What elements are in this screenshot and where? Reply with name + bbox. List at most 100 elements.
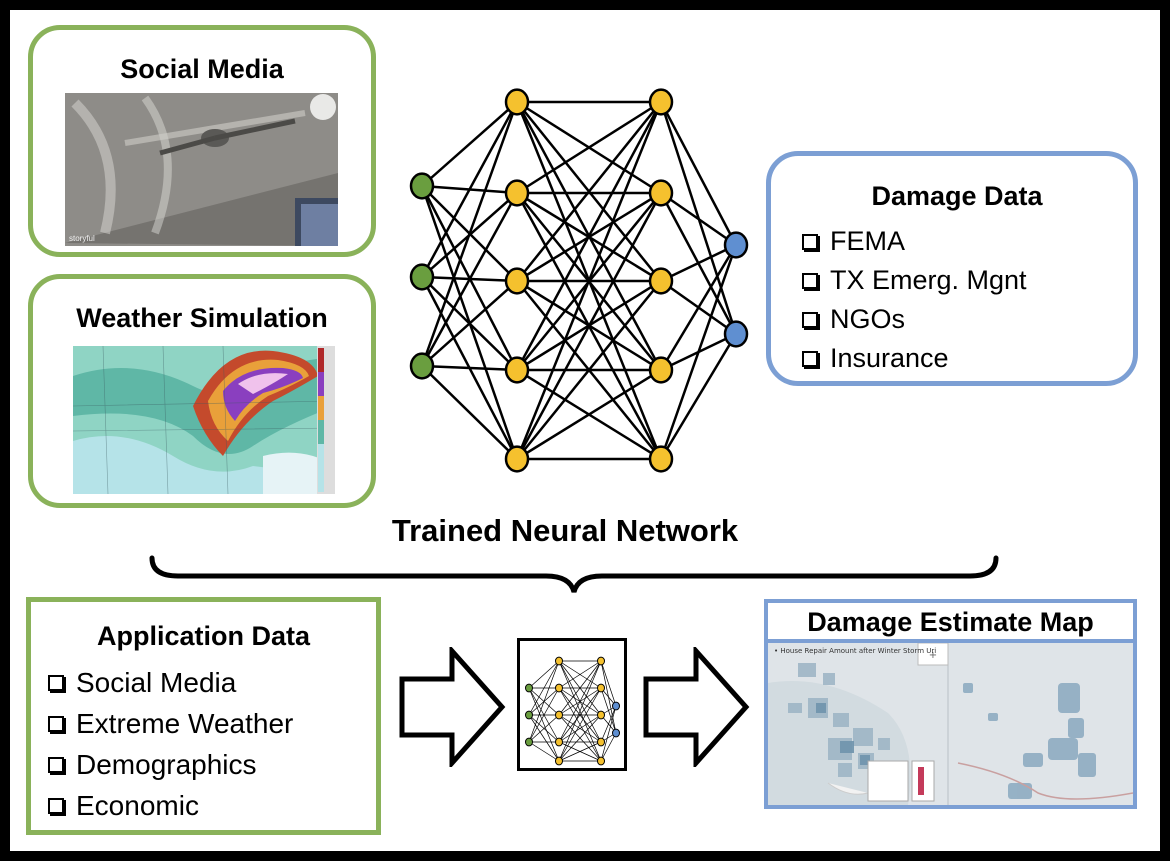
damage-data-item: TX Emerg. Mgnt — [802, 261, 1027, 300]
hidden-node — [555, 710, 563, 720]
network-edge — [558, 714, 602, 743]
jet-stream-map — [73, 346, 335, 494]
application-data-item: Social Media — [48, 662, 293, 703]
network-edge — [515, 192, 663, 460]
right-arrow-icon — [399, 647, 506, 767]
network-edge — [516, 101, 662, 282]
checkbox-icon — [802, 272, 818, 289]
application-data-item-label: Social Media — [76, 666, 237, 698]
input-node — [409, 352, 435, 380]
storyful-watermark: storyful — [69, 234, 95, 243]
damage-data-item: Insurance — [802, 339, 1027, 378]
application-data-item: Economic — [48, 785, 293, 826]
application-data-list: Social Media Extreme Weather Demographic… — [48, 662, 293, 826]
social-media-box: Social Media storyful — [28, 25, 376, 257]
network-edge — [558, 660, 602, 716]
texas-damage-map: + • House Repair Amount after Winter Sto… — [768, 643, 1133, 805]
input-node — [525, 710, 533, 720]
network-edge — [516, 100, 662, 195]
weather-simulation-title: Weather Simulation — [76, 303, 328, 333]
weather-simulation-image — [73, 346, 335, 494]
checkbox-icon — [48, 674, 64, 691]
network-edge — [516, 368, 662, 461]
network-edge — [420, 101, 519, 367]
application-data-box: Application Data Social Media Extreme We… — [26, 597, 381, 835]
damage-map-image-box: + • House Repair Amount after Winter Sto… — [764, 639, 1137, 809]
input-node — [409, 263, 435, 291]
network-edge — [659, 244, 738, 460]
damage-map-title-box: Damage Estimate Map — [764, 599, 1137, 643]
hidden-node — [597, 756, 605, 766]
network-edge — [515, 101, 663, 371]
hidden-node — [648, 445, 674, 473]
curly-brace — [149, 555, 999, 593]
right-arrow-icon — [643, 647, 750, 767]
hidden-node — [648, 179, 674, 207]
network-edge — [660, 191, 737, 247]
checkbox-icon — [48, 715, 64, 732]
hidden-node — [555, 656, 563, 666]
network-edge — [528, 687, 560, 762]
hidden-node — [597, 710, 605, 720]
network-edge — [659, 101, 738, 246]
network-edge — [420, 192, 519, 367]
damage-data-item: NGOs — [802, 300, 1027, 339]
network-edge — [600, 660, 617, 707]
damage-data-list: FEMA TX Emerg. Mgnt NGOs Insurance — [802, 222, 1027, 378]
hidden-node — [504, 445, 530, 473]
neural-network-diagram — [409, 88, 749, 473]
network-edge — [516, 280, 662, 460]
hidden-node — [504, 88, 530, 116]
hidden-node — [648, 356, 674, 384]
ceiling-fan-photo — [65, 93, 338, 246]
svg-text:+: + — [929, 650, 937, 661]
input-node — [525, 737, 533, 747]
small-neural-network — [525, 656, 620, 766]
social-media-title: Social Media — [120, 54, 284, 84]
network-edge — [420, 101, 519, 278]
input-node — [525, 683, 533, 693]
network-edge — [421, 280, 518, 367]
application-data-title: Application Data — [96, 621, 311, 651]
checkbox-icon — [802, 233, 818, 250]
network-edge — [528, 687, 560, 743]
hidden-node — [555, 756, 563, 766]
damage-data-box: Damage Data FEMA TX Emerg. Mgnt NGOs Ins… — [766, 151, 1138, 386]
network-edge — [558, 660, 602, 689]
damage-data-item: FEMA — [802, 222, 1027, 261]
hidden-node — [504, 356, 530, 384]
network-edge — [558, 687, 602, 762]
damage-data-item-label: Insurance — [830, 343, 949, 373]
damage-map-title: Damage Estimate Map — [807, 607, 1094, 637]
output-node — [612, 701, 620, 711]
network-edge — [421, 364, 518, 372]
output-node — [612, 728, 620, 738]
hidden-node — [555, 683, 563, 693]
network-edge — [558, 687, 602, 743]
output-node — [723, 231, 749, 259]
diagram-canvas: Social Media storyful Weather Simulation — [10, 10, 1160, 851]
network-edge — [600, 732, 617, 762]
hidden-node — [504, 179, 530, 207]
network-edge — [528, 714, 560, 762]
damage-data-item-label: NGOs — [830, 304, 906, 334]
application-data-item: Extreme Weather — [48, 703, 293, 744]
weather-simulation-box: Weather Simulation — [28, 274, 376, 508]
network-edge — [659, 333, 738, 460]
checkbox-icon — [48, 797, 64, 814]
hidden-node — [504, 267, 530, 295]
network-edge — [600, 705, 617, 743]
network-edge — [558, 660, 602, 762]
network-edge — [421, 101, 518, 187]
output-node — [723, 320, 749, 348]
hidden-node — [648, 267, 674, 295]
small-network-box — [517, 638, 627, 771]
hidden-node — [597, 656, 605, 666]
network-edge — [528, 741, 560, 762]
map-caption: • House Repair Amount after Winter Storm… — [774, 647, 936, 655]
network-edge — [558, 741, 602, 762]
damage-data-title: Damage Data — [871, 181, 1043, 211]
network-edge — [528, 714, 560, 743]
network-edge — [421, 365, 518, 460]
network-edge — [659, 244, 738, 371]
